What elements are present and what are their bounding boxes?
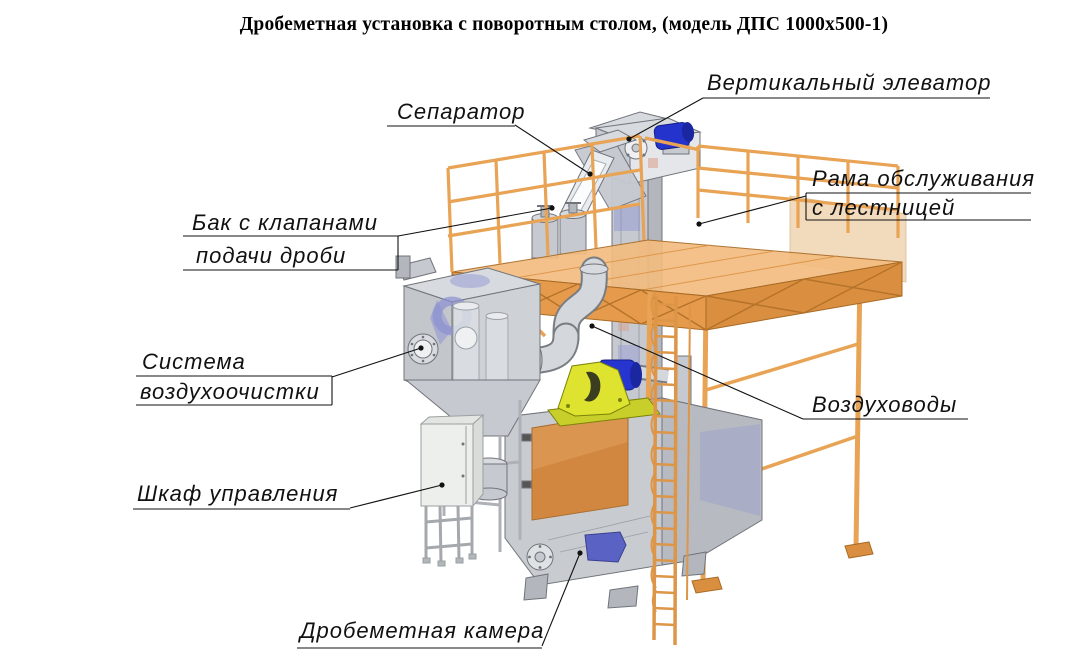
leader-lines	[331, 97, 807, 647]
service-platform-railing	[446, 134, 646, 273]
label-separator: Сепаратор	[397, 99, 526, 124]
diagram-title: Дробеметная установка с поворотным столо…	[239, 14, 889, 35]
turntable-drive	[547, 359, 661, 427]
control-cabinet	[419, 413, 485, 567]
label-service-frame-line1: Рама обслуживания	[812, 166, 1036, 191]
cabinet-stand	[424, 505, 474, 564]
label-air-system-line2: воздухоочистки	[140, 379, 320, 404]
label-vertical-elevator: Вертикальный элеватор	[707, 70, 992, 95]
shot-feed-tanks	[531, 202, 587, 259]
label-service-frame-line2: с лестницей	[812, 195, 956, 220]
label-shot-tank-line1: Бак с клапанами	[192, 210, 378, 235]
chamber-door	[521, 411, 629, 521]
label-air-system-line1: Система	[142, 349, 246, 374]
label-underlines	[133, 97, 1031, 649]
label-blast-chamber: Дробеметная камера	[300, 618, 545, 643]
chamber-flange	[526, 543, 554, 571]
label-shot-tank-line2: подачи дроби	[196, 243, 347, 268]
access-ladder-cage	[650, 291, 691, 646]
label-air-ducts: Воздуховоды	[812, 392, 958, 417]
blast-chamber	[504, 397, 763, 609]
chamber-pump	[584, 531, 627, 563]
label-control-cabinet: Шкаф управления	[137, 481, 339, 506]
